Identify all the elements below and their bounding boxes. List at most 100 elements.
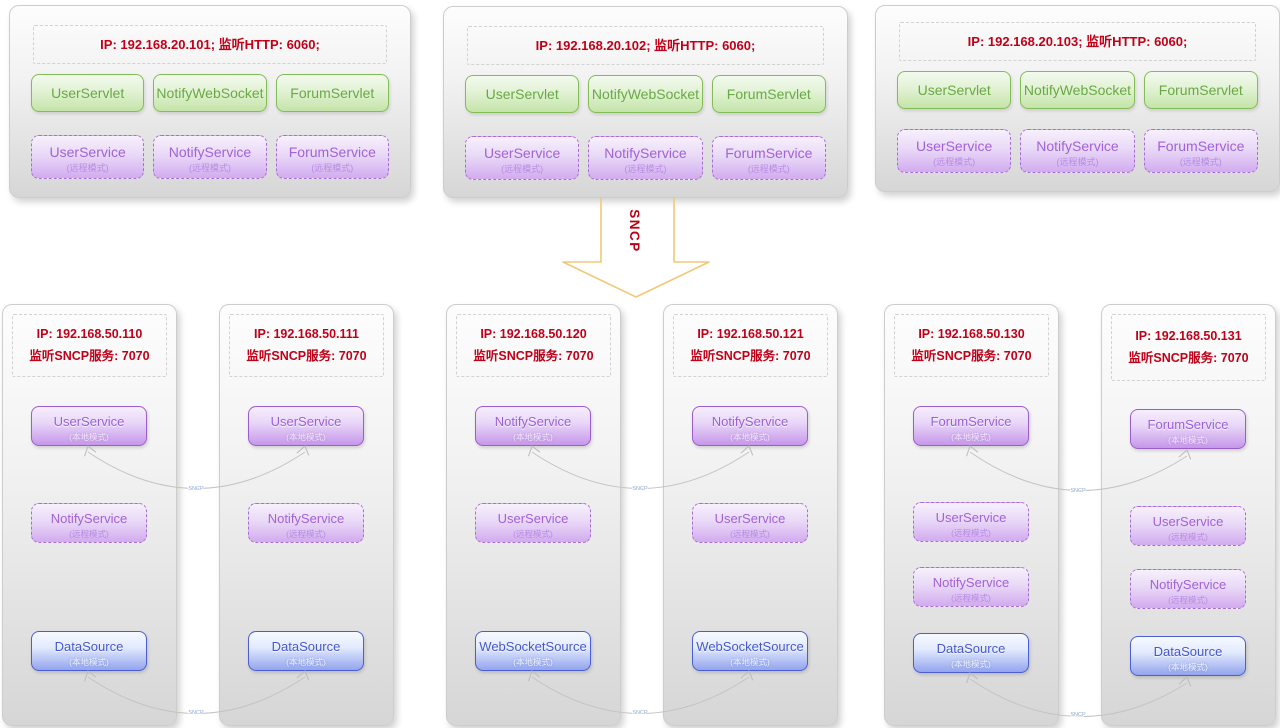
- service-box-remote: UserService (远程模式): [692, 503, 808, 543]
- servlet-box: NotifyWebSocket: [1020, 71, 1135, 109]
- service-name: NotifyService: [267, 511, 345, 526]
- service-name: NotifyService: [711, 414, 789, 429]
- service-name: WebSocketSource: [479, 639, 587, 654]
- service-box-remote: NotifyService (远程模式): [248, 503, 364, 543]
- service-name: NotifyService: [932, 575, 1010, 590]
- service-box-remote: NotifyService (远程模式): [1130, 569, 1246, 609]
- ip-label: IP: 192.168.50.120 监听SNCP服务: 7070: [456, 314, 611, 377]
- service-box-remote: UserService (远程模式): [1130, 506, 1246, 546]
- servlet-box: NotifyWebSocket: [153, 74, 267, 112]
- service-name: NotifyService: [604, 145, 687, 161]
- service-name: UserService: [49, 144, 126, 160]
- sncp-arrow-label: SNCP: [627, 209, 642, 253]
- ip-text: IP: 192.168.20.102; 监听HTTP: 6060;: [535, 38, 756, 53]
- service-mode: (本地模式): [286, 432, 326, 442]
- service-box-local: ForumService (本地模式): [1130, 409, 1246, 449]
- service-row: UserService (远程模式) NotifyService (远程模式) …: [465, 136, 826, 180]
- servlet-box: NotifyWebSocket: [588, 75, 703, 113]
- servlet-box: ForumServlet: [711, 75, 826, 113]
- service-name: UserService: [497, 511, 569, 526]
- service-box-remote: NotifyService (远程模式): [913, 567, 1029, 607]
- service-box-remote: UserService (远程模式): [897, 129, 1012, 173]
- port-text: 监听SNCP服务: 7070: [690, 349, 811, 363]
- service-mode: (本地模式): [1168, 662, 1208, 672]
- service-box-local: NotifyService (本地模式): [475, 406, 591, 446]
- service-mode: (远程模式): [747, 164, 790, 174]
- sncp-server-node-111: IP: 192.168.50.111 监听SNCP服务: 7070 UserSe…: [219, 304, 394, 726]
- servlet-box: UserServlet: [31, 74, 145, 112]
- service-name: UserService: [484, 145, 561, 161]
- service-mode: (远程模式): [730, 529, 770, 539]
- port-text: 监听SNCP服务: 7070: [1128, 351, 1249, 365]
- service-name: NotifyService: [494, 414, 572, 429]
- service-name: UserService: [714, 511, 786, 526]
- ip-label: IP: 192.168.20.101; 监听HTTP: 6060;: [33, 25, 387, 64]
- service-mode: (本地模式): [69, 657, 109, 667]
- service-name: UserService: [53, 414, 125, 429]
- service-name: DataSource: [54, 639, 124, 654]
- servlet-box: ForumServlet: [1143, 71, 1258, 109]
- datasource-box: DataSource (本地模式): [31, 631, 147, 671]
- servlet-row: UserServlet NotifyWebSocket ForumServlet: [465, 75, 826, 113]
- service-name: ForumService: [1147, 417, 1229, 432]
- service-mode: (远程模式): [933, 157, 976, 167]
- ip-label: IP: 192.168.50.110 监听SNCP服务: 7070: [12, 314, 167, 377]
- connector-label: SNCP: [632, 486, 648, 492]
- port-text: 监听SNCP服务: 7070: [246, 349, 367, 363]
- service-name: ForumService: [288, 144, 376, 160]
- service-mode: (本地模式): [513, 432, 553, 442]
- service-mode: (远程模式): [624, 164, 667, 174]
- service-mode: (本地模式): [513, 657, 553, 667]
- service-box-remote: NotifyService (远程模式): [588, 136, 703, 180]
- connector-label: SNCP: [1070, 488, 1086, 494]
- service-name: NotifyService: [168, 144, 252, 160]
- sncp-server-node-121: IP: 192.168.50.121 监听SNCP服务: 7070 Notify…: [663, 304, 838, 726]
- service-box-remote: UserService (远程模式): [913, 502, 1029, 542]
- service-mode: (远程模式): [513, 529, 553, 539]
- service-box-remote: NotifyService (远程模式): [31, 503, 147, 543]
- ip-label: IP: 192.168.50.121 监听SNCP服务: 7070: [673, 314, 828, 377]
- servlet-box: UserServlet: [897, 71, 1012, 109]
- ip-text: IP: 192.168.50.111: [254, 327, 359, 341]
- service-box-remote: UserService (远程模式): [465, 136, 580, 180]
- service-box-local: UserService (本地模式): [248, 406, 364, 446]
- ip-label: IP: 192.168.20.102; 监听HTTP: 6060;: [467, 26, 824, 65]
- service-mode: (远程模式): [188, 163, 231, 173]
- service-mode: (本地模式): [286, 657, 326, 667]
- service-box-remote: ForumService (远程模式): [711, 136, 826, 180]
- service-name: UserService: [935, 510, 1007, 525]
- service-box-remote: NotifyService (远程模式): [153, 135, 267, 179]
- service-mode: (本地模式): [951, 659, 991, 669]
- service-name: UserService: [1152, 514, 1224, 529]
- service-mode: (远程模式): [1168, 532, 1208, 542]
- service-name: NotifyService: [1036, 138, 1119, 154]
- service-mode: (本地模式): [951, 432, 991, 442]
- datasource-box: WebSocketSource (本地模式): [475, 631, 591, 671]
- service-mode: (远程模式): [1179, 157, 1222, 167]
- datasource-box: WebSocketSource (本地模式): [692, 631, 808, 671]
- service-mode: (本地模式): [730, 657, 770, 667]
- service-name: DataSource: [936, 641, 1006, 656]
- connector-label: SNCP: [188, 710, 204, 716]
- service-mode: (远程模式): [1056, 157, 1099, 167]
- service-mode: (远程模式): [951, 528, 991, 538]
- ip-label: IP: 192.168.50.111 监听SNCP服务: 7070: [229, 314, 384, 377]
- ip-text: IP: 192.168.50.120: [480, 327, 587, 341]
- datasource-box: DataSource (本地模式): [248, 631, 364, 671]
- servlet-box: UserServlet: [465, 75, 580, 113]
- service-name: DataSource: [1153, 644, 1223, 659]
- web-server-node-3: IP: 192.168.20.103; 监听HTTP: 6060; UserSe…: [875, 5, 1280, 192]
- datasource-box: DataSource (本地模式): [913, 633, 1029, 673]
- service-name: ForumService: [930, 414, 1012, 429]
- port-text: 监听SNCP服务: 7070: [473, 349, 594, 363]
- service-name: ForumService: [725, 145, 813, 161]
- service-mode: (远程模式): [951, 593, 991, 603]
- service-row: UserService (远程模式) NotifyService (远程模式) …: [31, 135, 389, 179]
- ip-label: IP: 192.168.20.103; 监听HTTP: 6060;: [899, 22, 1256, 61]
- service-name: UserService: [916, 138, 993, 154]
- servlet-row: UserServlet NotifyWebSocket ForumServlet: [31, 74, 389, 112]
- service-mode: (远程模式): [311, 163, 354, 173]
- service-name: DataSource: [271, 639, 341, 654]
- port-text: 监听SNCP服务: 7070: [29, 349, 150, 363]
- service-box-remote: UserService (远程模式): [31, 135, 145, 179]
